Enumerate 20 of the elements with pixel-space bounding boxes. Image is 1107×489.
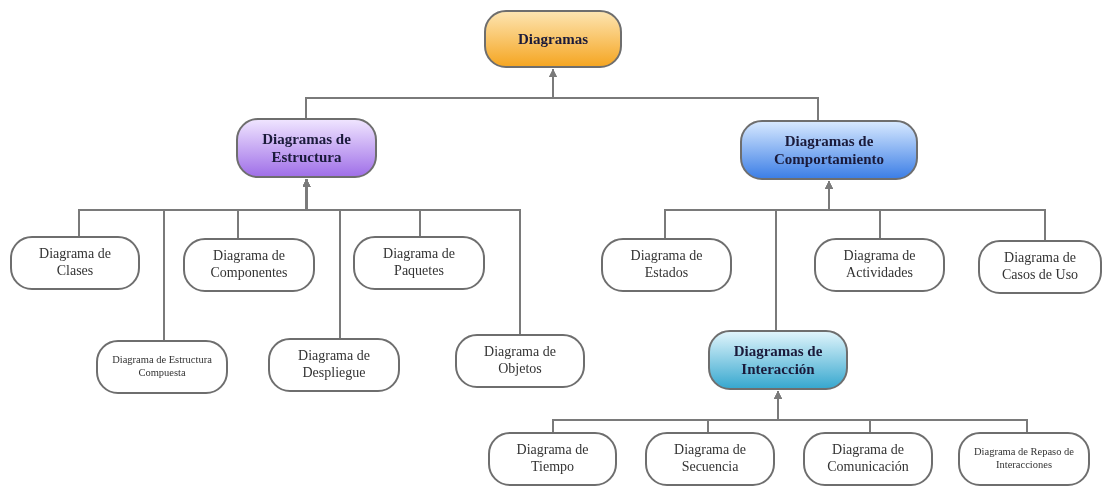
diagram-type-box: Diagrama de Secuencia [645,432,775,486]
diagram-type-box: Diagrama de Clases [10,236,140,290]
diagram-type-box: Diagrama de Actividades [814,238,945,292]
category-box: Diagramas de Comportamiento [740,120,918,180]
diagram-type-box: Diagrama de Casos de Uso [978,240,1102,294]
diagram-type-box: Diagrama de Componentes [183,238,315,292]
category-box: Diagramas [484,10,622,68]
connector-arrow [825,180,1046,241]
diagram-type-box: Diagrama de Paquetes [353,236,485,290]
diagram-type-box: Diagrama de Repaso de Interacciones [958,432,1090,486]
connector-arrow [549,68,819,121]
category-box: Diagramas de Interacción [708,330,848,390]
diagram-type-box: Diagrama de Tiempo [488,432,617,486]
category-box: Diagramas de Estructura [236,118,377,178]
diagram-type-box: Diagrama de Despliegue [268,338,400,392]
diagram-type-box: Diagrama de Estados [601,238,732,292]
diagram-type-box: Diagrama de Comunicación [803,432,933,486]
diagram-type-box: Diagrama de Objetos [455,334,585,388]
connector-arrow [774,390,1028,433]
diagram-type-box: Diagrama de Estructura Compuesta [96,340,228,394]
